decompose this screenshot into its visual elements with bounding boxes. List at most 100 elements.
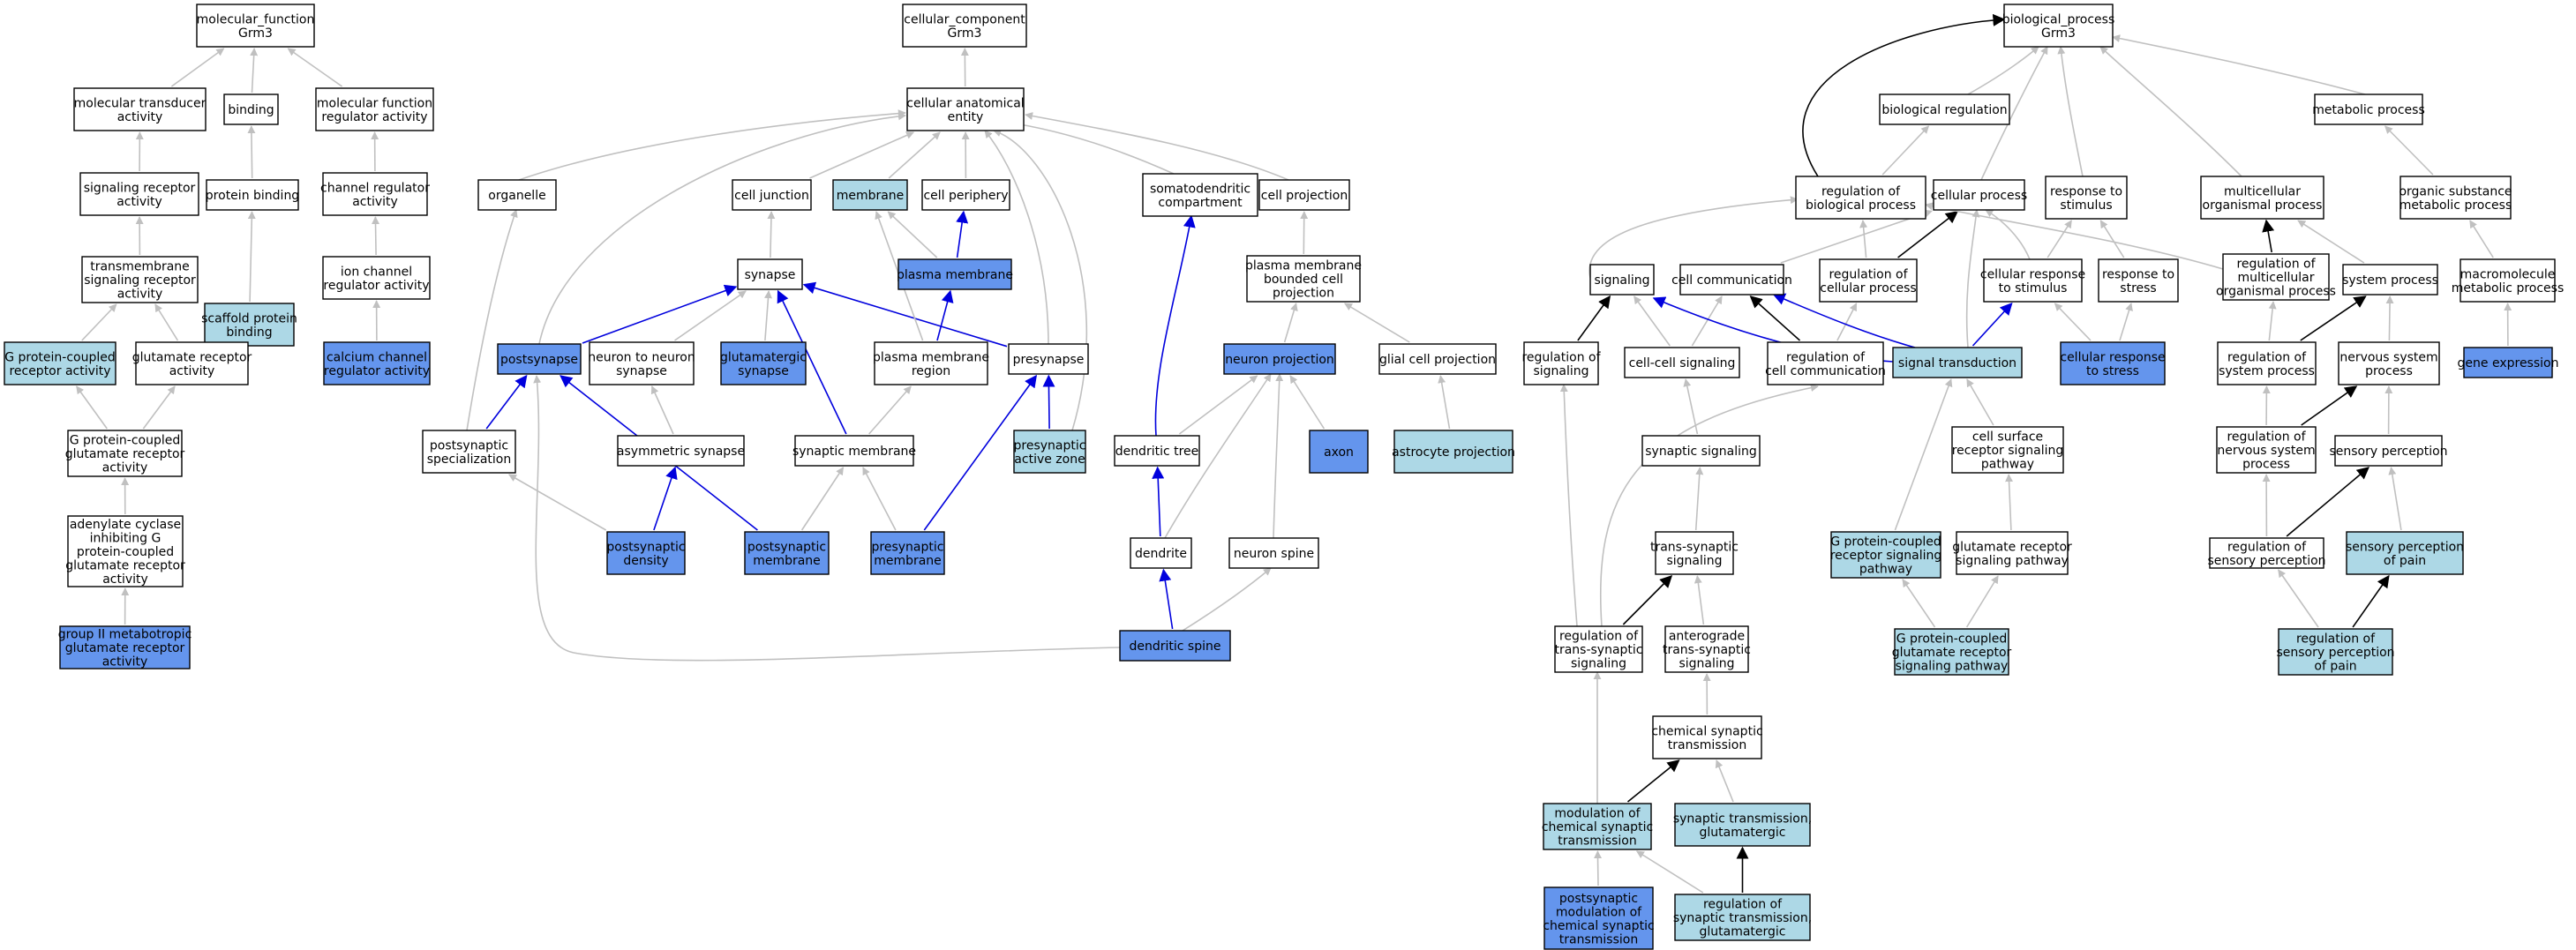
- go-term-node-synsig[interactable]: synaptic signaling: [1641, 435, 1761, 467]
- go-term-node-nspine[interactable]: neuron spine: [1228, 537, 1319, 569]
- edge-nsp-to-sysp: [2385, 295, 2394, 341]
- edge-mcst-to-cst: [1626, 759, 1680, 803]
- go-term-node-cproj[interactable]: cell projection: [1258, 179, 1350, 211]
- go-term-node-dspine[interactable]: dendritic spine: [1119, 630, 1231, 662]
- go-term-node-postsyn[interactable]: postsynapse: [497, 343, 582, 375]
- go-term-node-signaling[interactable]: signaling: [1589, 264, 1655, 295]
- go-term-node-organelle[interactable]: organelle: [477, 179, 557, 211]
- go-term-node-ge[interactable]: gene expression: [2458, 347, 2559, 378]
- node-box: [1894, 628, 2009, 676]
- go-term-node-cellp[interactable]: cellular process: [1931, 179, 2027, 211]
- go-term-node-cp[interactable]: cell periphery: [921, 179, 1010, 211]
- go-term-node-stg[interactable]: synaptic transmission,glutamatergic: [1673, 803, 1812, 847]
- go-term-node-pm[interactable]: plasma membrane: [897, 258, 1013, 290]
- node-box: [1933, 179, 2025, 211]
- go-term-node-pb[interactable]: protein binding: [206, 179, 299, 211]
- node-label-line: neuron to neuron: [588, 350, 695, 364]
- go-term-node-ccsig[interactable]: cell-cell signaling: [1624, 347, 1740, 378]
- go-term-node-dendrite[interactable]: dendrite: [1130, 537, 1192, 569]
- go-term-node-membrane[interactable]: membrane: [832, 179, 908, 211]
- go-term-node-presyn[interactable]: presynapse: [1008, 343, 1089, 375]
- edge-spb-to-pb: [247, 211, 256, 303]
- go-term-node-astro[interactable]: astrocyte projection: [1392, 430, 1515, 474]
- go-term-node-cj[interactable]: cell junction: [732, 179, 812, 211]
- node-label-line: process: [2365, 364, 2413, 378]
- go-term-node-mp[interactable]: metabolic process: [2312, 94, 2425, 125]
- go-term-node-nproj[interactable]: neuron projection: [1223, 343, 1336, 375]
- go-term-node-synm[interactable]: synaptic membrane: [792, 435, 916, 467]
- node-label-line: regulation of: [2227, 350, 2307, 364]
- go-term-node-binding[interactable]: binding: [223, 94, 279, 125]
- go-term-node-sysp[interactable]: system process: [2342, 264, 2438, 295]
- go-term-node-axon[interactable]: axon: [1309, 430, 1369, 474]
- go-term-node-sp[interactable]: sensory perception: [2329, 435, 2448, 467]
- go-term-node-dtree[interactable]: dendritic tree: [1114, 435, 1200, 467]
- node-label-line: cellular response: [2060, 350, 2165, 364]
- go-term-node-gcp[interactable]: glial cell projection: [1378, 343, 1497, 375]
- go-term-node-synapse[interactable]: synapse: [737, 258, 803, 290]
- go-term-node-ccomm[interactable]: cell communication: [1671, 264, 1792, 295]
- go-term-node-breg[interactable]: biological regulation: [1879, 94, 2010, 125]
- node-label-line: G protein-coupled: [70, 434, 181, 448]
- go-term-node-asyn[interactable]: asymmetric synapse: [617, 435, 745, 467]
- go-term-node-st[interactable]: signal transduction: [1892, 347, 2023, 378]
- edge-prem-to-synm: [862, 467, 897, 531]
